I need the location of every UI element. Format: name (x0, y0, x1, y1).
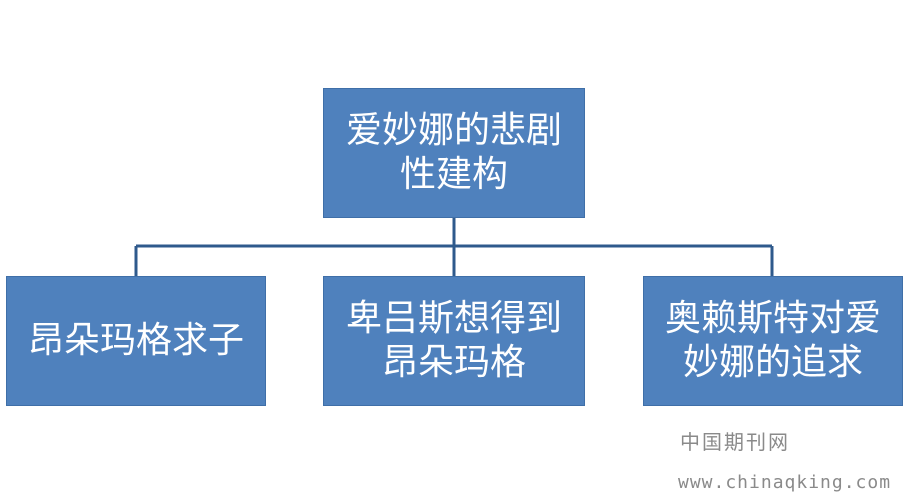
watermark-site-name: 中国期刊网 (680, 430, 790, 454)
child-node-right: 奥赖斯特对爱 妙娜的追求 (643, 276, 903, 406)
child-node-middle-label: 卑吕斯想得到 昂朵玛格 (345, 298, 562, 383)
child-node-middle: 卑吕斯想得到 昂朵玛格 (323, 276, 585, 406)
root-node: 爱妙娜的悲剧 性建构 (323, 88, 585, 218)
root-node-label: 爱妙娜的悲剧 性建构 (345, 110, 562, 195)
child-node-left-label: 昂朵玛格求子 (27, 320, 244, 361)
child-node-left: 昂朵玛格求子 (6, 276, 266, 406)
watermark-site-url: www.chinaqking.com (678, 472, 892, 493)
child-node-right-label: 奥赖斯特对爱 妙娜的追求 (664, 298, 881, 383)
